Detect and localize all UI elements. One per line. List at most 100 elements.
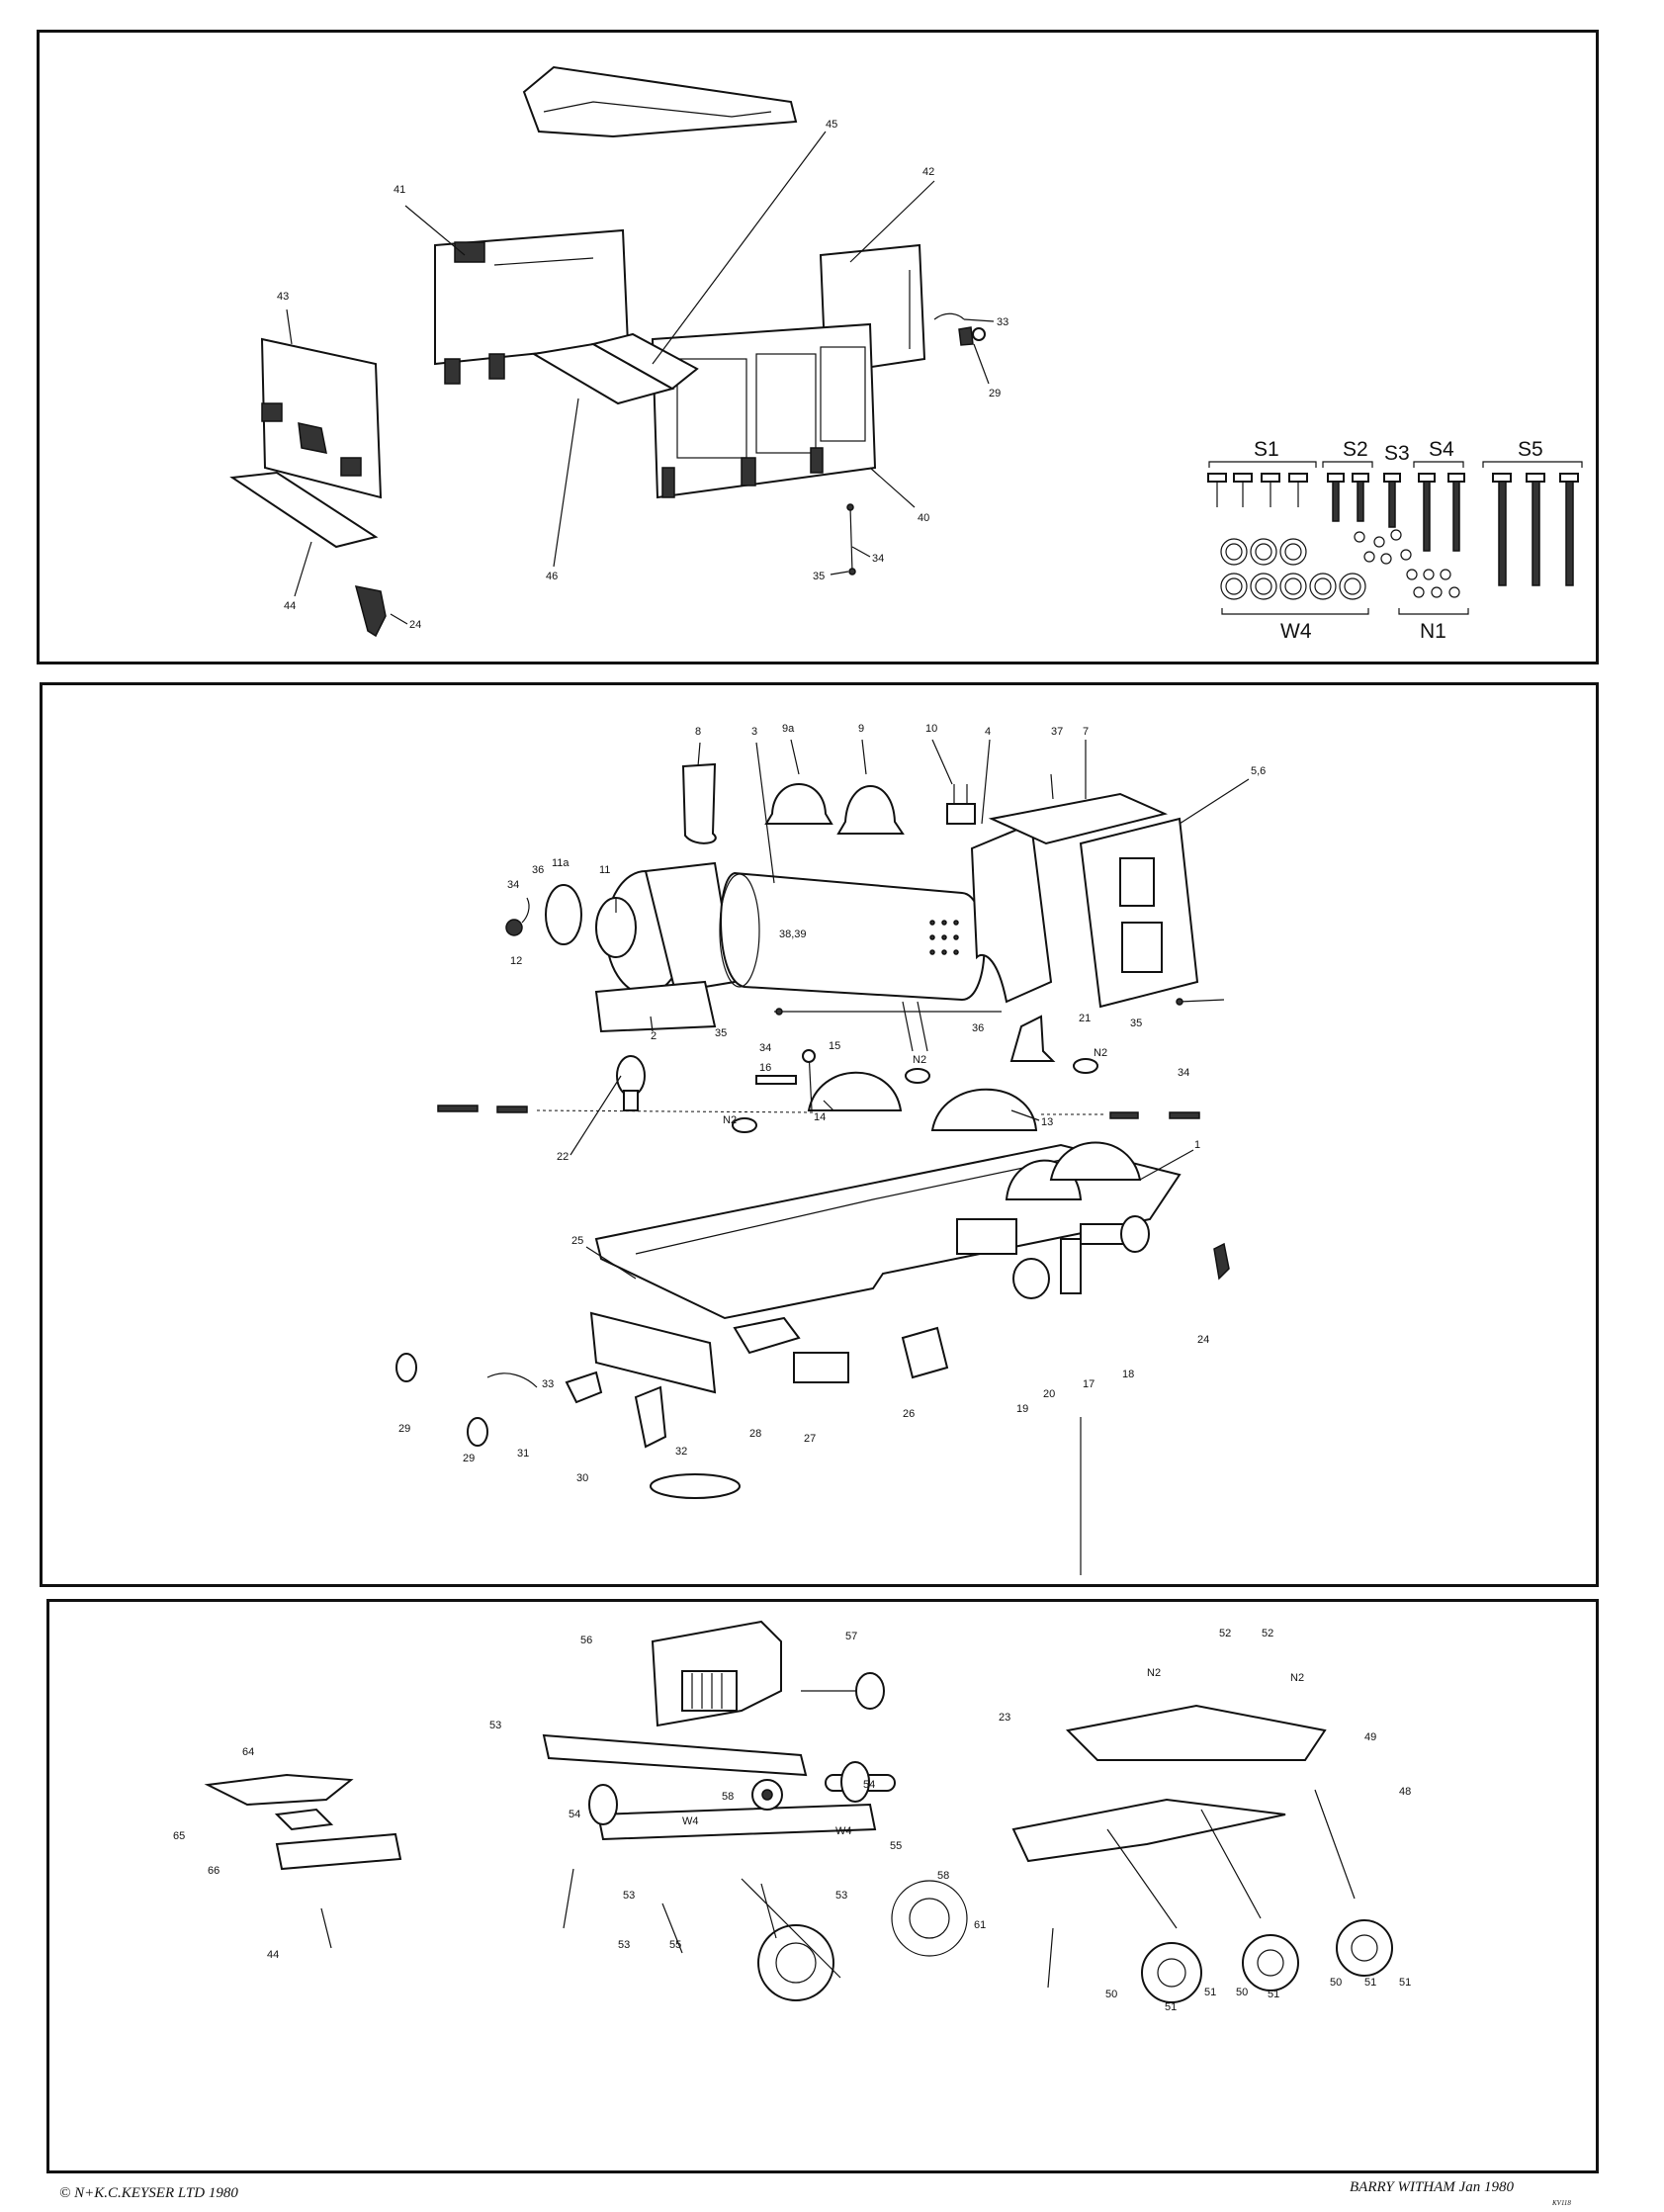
part-22-lamp [616,1055,646,1111]
part-56-motor [651,1620,782,1727]
part-46-strip [531,332,699,405]
s5-screws [1492,473,1579,586]
label-54a: 54 [569,1809,580,1820]
label-12: 12 [510,955,522,967]
hardware-key: S1 S2 S3 S4 S5 [1207,438,1583,643]
top-panel-drawing: 45 41 42 43 33 29 40 46 44 24 34 35 S1 S… [229,65,1583,643]
part-48-frame [1011,1798,1286,1863]
label-S1: S1 [1254,438,1279,461]
label-N1: N1 [1420,620,1446,643]
w4-washers: W4 [1220,538,1369,643]
part-31-30-32-footsteps [565,1371,741,1499]
motor-coil [691,1673,723,1709]
label-S5: S5 [1518,438,1543,461]
part-33-handrail [933,312,965,320]
copyright-note: © N+K.C.KEYSER LTD 1980 [59,2185,238,2201]
label-33: 33 [542,1378,554,1390]
part-24-bracket [354,585,387,638]
label-56: 56 [580,1635,592,1646]
label-W4a: W4 [682,1815,699,1827]
label-55b: 55 [669,1939,681,1951]
label-S3: 53 [835,1890,847,1902]
label-51c: 51 [1364,1977,1376,1989]
part-33-coupling [486,1372,538,1388]
part-61-wheels [741,1878,968,2001]
label-40: 40 [918,512,929,524]
label-S2: S2 [1343,438,1368,461]
label-4: 4 [985,726,991,738]
label-29: 29 [989,388,1001,399]
designer-signature: BARRY WITHAM Jan 1980 [1350,2179,1514,2195]
label-46: 46 [546,571,558,582]
middle-panel-drawing: 8 3 9a 9 10 4 37 7 5,6 36 11a 11 34 12 3… [395,723,1266,1575]
label-20: 20 [1043,1388,1055,1400]
part-43-plate [260,337,383,499]
label-34b: 34 [759,1042,771,1054]
label-34c: 34 [1178,1067,1189,1079]
label-N2b: N2 [1094,1047,1107,1059]
firebox-rivets [929,920,959,955]
part-12-handle [505,897,530,936]
label-54b: 54 [863,1779,875,1791]
bottom-panel-drawing: 57 56 23 52 52 N2 N2 53 49 64 58 54 48 5… [173,1620,1411,2013]
drawing-reference: KV118 [1552,2199,1571,2207]
part-1-footplate-frames [594,1141,1182,1320]
part-49-block [1065,1704,1327,1761]
label-34: 34 [872,553,884,565]
label-36b: 36 [972,1022,984,1034]
part-labels: 8 3 9a 9 10 4 37 7 5,6 36 11a 11 34 12 3… [398,723,1266,1484]
label-43: 43 [277,291,289,303]
part-34-handrail-knob [846,503,856,575]
leader-lines [286,131,995,625]
part-labels: 45 41 42 43 33 29 40 46 44 24 34 35 [277,119,1008,631]
label-35: 35 [813,571,825,582]
label-8: 8 [695,726,701,738]
label-31: 31 [517,1448,529,1460]
label-18: 18 [1122,1369,1134,1380]
label-9: 9 [858,723,864,735]
label-7: 7 [1083,726,1089,738]
label-N2c: N2 [723,1114,737,1126]
label-44: 44 [284,600,296,612]
label-37: 37 [1051,726,1063,738]
label-33: 33 [997,316,1008,328]
part-58-gear [751,1779,783,1811]
part-65-plate [274,1808,334,1831]
label-50a: 50 [1105,1989,1117,2000]
label-35b: 35 [1130,1018,1142,1029]
s1-screws [1207,473,1308,507]
part-10-safety-valves [946,784,976,825]
label-24: 24 [1197,1334,1209,1346]
label-19: 19 [1016,1403,1028,1415]
label-42: 42 [922,166,934,178]
label-5-6: 5,6 [1251,765,1266,777]
leader-lines [569,739,1250,1575]
label-W4b: W4 [835,1825,852,1837]
label-49: 49 [1364,1731,1376,1743]
n1-nuts: N1 [1354,529,1469,643]
label-52b: 52 [1262,1628,1273,1639]
label-35: 35 [715,1027,727,1039]
part-41-side-tank [434,228,630,385]
label-53c: 53 [618,1939,630,1951]
part-51-wheels [1141,1919,1393,2003]
label-S3: S3 [1384,442,1410,465]
part-50-axles [1106,1789,1356,1929]
label-53: 53 [489,1720,501,1731]
part-44-plate [229,471,379,549]
part-5-6-cab-side [1079,817,1199,1009]
label-25: 25 [571,1235,583,1247]
part-7-cab-roof [988,773,1169,845]
part-13-splasher [930,1088,1038,1131]
label-34: 34 [507,879,519,891]
part-45-footplate [522,65,798,138]
label-48: 48 [1399,1786,1411,1798]
part-8-chimney [681,762,717,844]
part-3-boiler [719,871,986,1052]
middle-panel-boiler-chassis: 8 3 9a 9 10 4 37 7 5,6 36 11a 11 34 12 3… [40,682,1599,1587]
part-21-fitting [1009,1015,1056,1062]
label-36: 36 [532,864,544,876]
label-51e: 51 [1399,1977,1411,1989]
s4-screws [1418,473,1465,552]
label-61: 61 [974,1919,986,1931]
